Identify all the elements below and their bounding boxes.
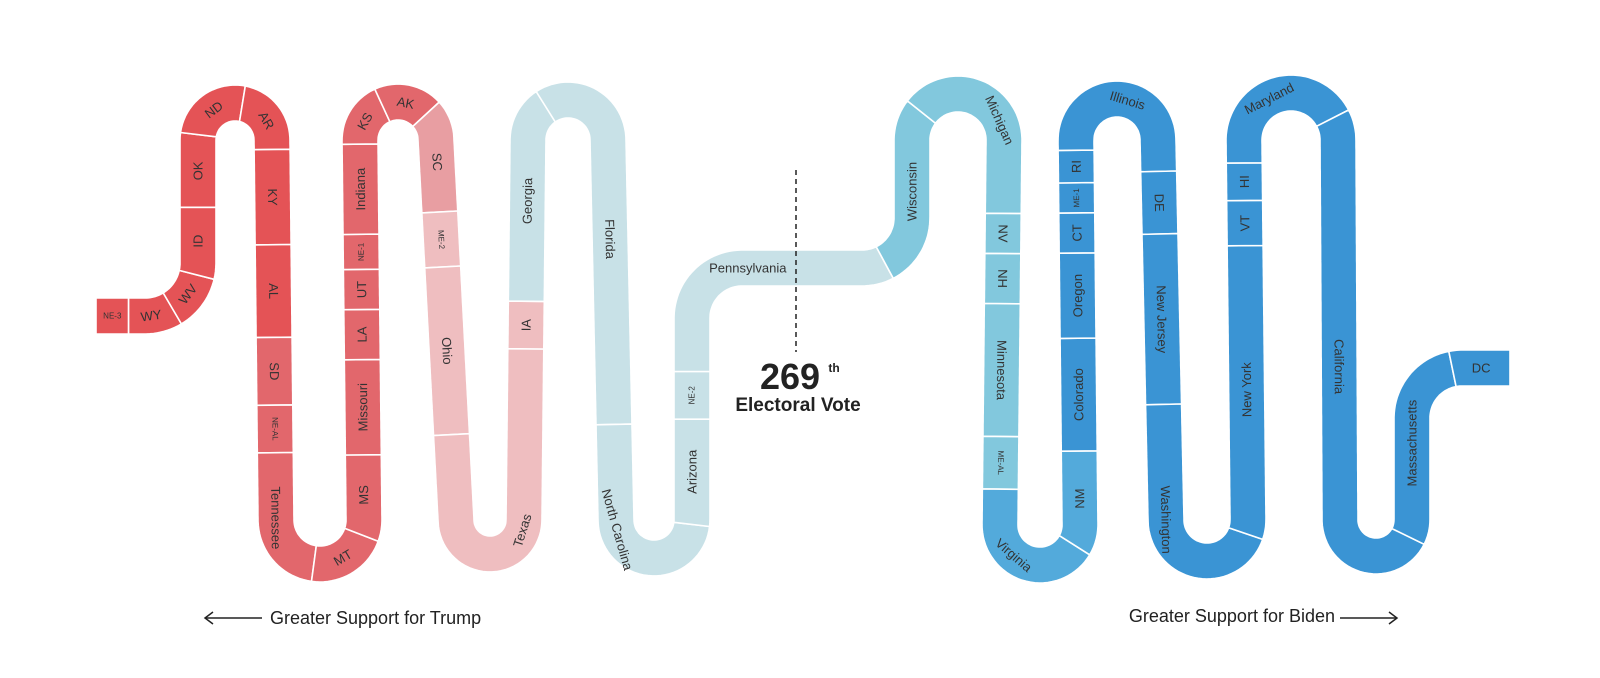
label-ct: CT <box>1069 224 1084 242</box>
label-la: LA <box>354 326 369 342</box>
label-florida: Florida <box>602 219 618 260</box>
label-ky: KY <box>265 188 280 206</box>
trump-caption-arrow <box>203 611 262 625</box>
label-minnesota: Minnesota <box>994 340 1010 401</box>
label-ms: MS <box>356 485 371 505</box>
label-dc: DC <box>1472 361 1491 376</box>
label-wisconsin: Wisconsin <box>905 162 920 221</box>
label-indiana: Indiana <box>353 167 368 211</box>
label-hi: HI <box>1237 175 1252 188</box>
label-california: California <box>1332 339 1347 395</box>
segment-dc <box>1448 349 1511 388</box>
label-me-2: ME-2 <box>436 230 446 250</box>
label-ne-1: NE-1 <box>357 242 366 261</box>
label-id: ID <box>191 235 206 248</box>
label-nh: NH <box>995 269 1010 288</box>
label-ne-al: NE-AL <box>270 417 279 441</box>
segment-massachusetts <box>1391 350 1457 546</box>
snake-segments <box>95 74 1511 584</box>
label-ut: UT <box>354 281 369 299</box>
label-sc: SC <box>429 152 445 171</box>
midpoint-label: Electoral Vote <box>735 395 860 416</box>
label-missouri: Missouri <box>355 383 371 432</box>
label-oregon: Oregon <box>1070 274 1085 318</box>
segment-tennessee <box>256 451 318 583</box>
label-nm: NM <box>1072 488 1087 508</box>
label-ia: IA <box>519 319 534 332</box>
label-tennessee: Tennessee <box>268 486 284 549</box>
label-ak: AK <box>396 94 416 112</box>
label-nv: NV <box>995 224 1010 243</box>
label-colorado: Colorado <box>1071 368 1087 421</box>
midpoint-suffix: th <box>828 361 839 375</box>
biden-caption-arrow <box>1340 611 1399 625</box>
label-de: DE <box>1152 194 1167 213</box>
label-pennsylvania: Pennsylvania <box>709 261 787 276</box>
label-massachusetts: Massachusetts <box>1405 399 1420 486</box>
label-georgia: Georgia <box>520 177 535 224</box>
label-ne-2: NE-2 <box>688 386 697 405</box>
label-arizona: Arizona <box>685 449 700 494</box>
label-new-jersey: New Jersey <box>1154 285 1170 354</box>
midpoint-number: 269 <box>760 356 820 397</box>
label-ohio: Ohio <box>439 337 455 365</box>
label-ri: RI <box>1069 160 1084 173</box>
label-new-york: New York <box>1239 362 1255 418</box>
label-vt: VT <box>1237 215 1252 232</box>
label-ne-3: NE-3 <box>103 312 122 321</box>
label-washington: Washington <box>1158 485 1174 553</box>
trump-caption: Greater Support for Trump <box>270 608 481 628</box>
label-sd: SD <box>267 362 282 380</box>
label-wy: WY <box>140 307 163 325</box>
label-me-al: ME-AL <box>996 451 1005 476</box>
label-ok: OK <box>191 161 206 180</box>
label-me-1: ME-1 <box>1072 188 1081 208</box>
label-al: AL <box>266 283 281 299</box>
biden-caption: Greater Support for Biden <box>1129 606 1335 626</box>
